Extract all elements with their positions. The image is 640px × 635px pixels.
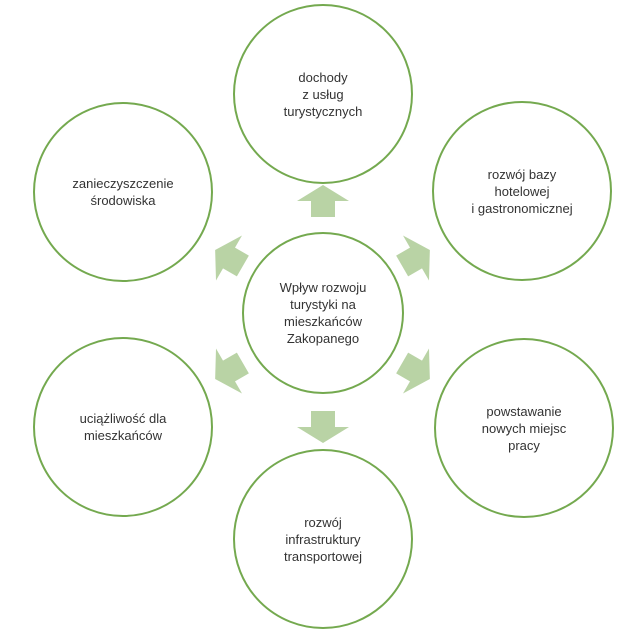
arrow-to-top	[297, 185, 349, 217]
node-top-label: dochody z usług turystycznych	[283, 69, 363, 119]
node-bottom-left-label: uciążliwość dla mieszkańców	[79, 411, 167, 443]
node-top-left-label: zanieczyszczenie środowiska	[72, 176, 174, 208]
node-bottom-left-nuisance: uciążliwość dla mieszkańców	[33, 337, 213, 517]
node-top-right-label: rozwój bazy hotelowej i gastronomicznej	[471, 166, 573, 216]
node-center-main-topic: Wpływ rozwoju turystyki na mieszkańców Z…	[242, 232, 404, 394]
node-bottom-label: rozwój infrastruktury transportowej	[283, 514, 363, 564]
arrow-to-bottom-right	[389, 340, 443, 402]
node-bottom-right-label: powstawanie nowych miejsc pracy	[481, 403, 567, 453]
node-bottom-right-new-jobs: powstawanie nowych miejsc pracy	[434, 338, 614, 518]
node-top-income: dochody z usług turystycznych	[233, 4, 413, 184]
arrow-to-bottom-left	[202, 340, 256, 402]
arrow-to-top-left	[202, 227, 256, 289]
node-top-right-hotel-base: rozwój bazy hotelowej i gastronomicznej	[432, 101, 612, 281]
arrow-to-top-right	[389, 227, 443, 289]
node-bottom-transport-infrastructure: rozwój infrastruktury transportowej	[233, 449, 413, 629]
node-center-label: Wpływ rozwoju turystyki na mieszkańców Z…	[279, 280, 367, 346]
node-top-left-pollution: zanieczyszczenie środowiska	[33, 102, 213, 282]
arrow-to-bottom	[297, 411, 349, 443]
